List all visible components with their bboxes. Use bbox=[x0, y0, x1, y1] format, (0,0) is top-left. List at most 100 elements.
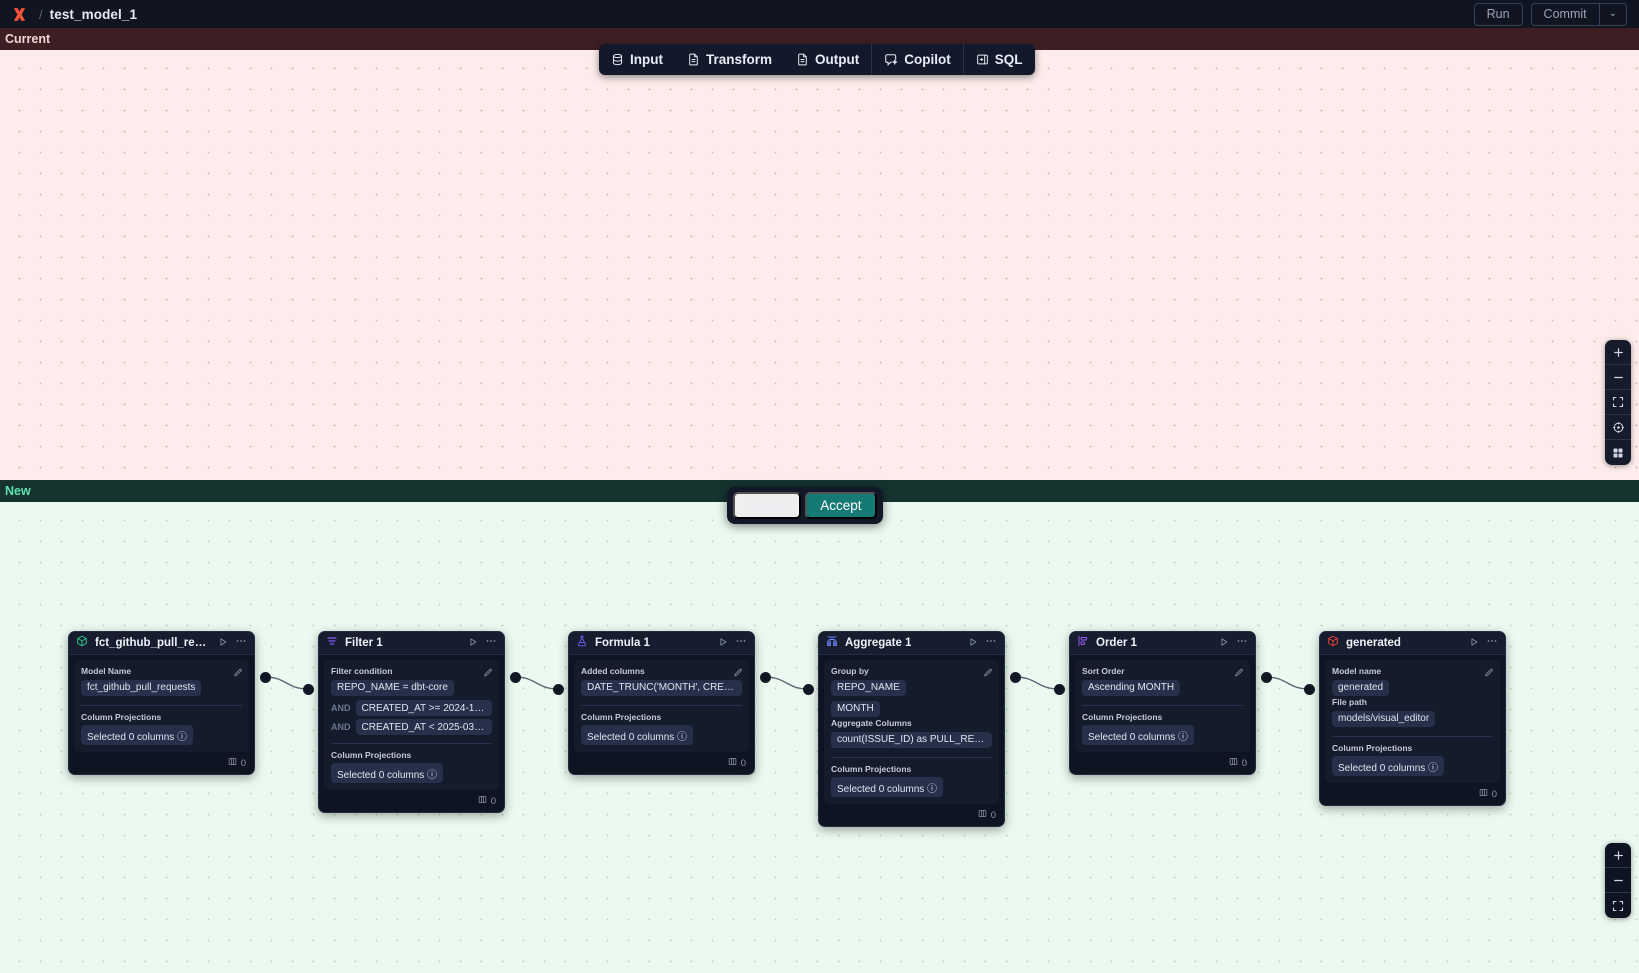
node-header[interactable]: Aggregate 1 bbox=[819, 632, 1004, 655]
graph-node-source[interactable]: fct_github_pull_requestsModel Namefct_gi… bbox=[68, 631, 255, 775]
field-value-chip[interactable]: count(ISSUE_ID) as PULL_REQUEST_… bbox=[831, 731, 992, 748]
node-port[interactable] bbox=[1303, 683, 1315, 695]
field-value-chip[interactable]: CREATED_AT >= 2024-12-01 bbox=[355, 700, 492, 716]
fit-view-icon[interactable] bbox=[1605, 390, 1631, 415]
field-value-chip[interactable]: CREATED_AT < 2025-03-01 bbox=[355, 719, 492, 735]
run-node-icon[interactable] bbox=[468, 634, 478, 652]
field-label: Column Projections bbox=[1332, 743, 1413, 753]
commit-button[interactable]: Commit bbox=[1543, 6, 1587, 21]
node-header[interactable]: fct_github_pull_requests bbox=[69, 632, 254, 655]
grid-icon[interactable] bbox=[1605, 440, 1631, 465]
node-port[interactable] bbox=[1009, 671, 1021, 683]
columns-icon bbox=[228, 757, 237, 769]
center-icon[interactable] bbox=[1605, 415, 1631, 440]
node-footer: 0 bbox=[819, 809, 1004, 826]
canvas-current[interactable] bbox=[0, 28, 1639, 480]
run-node-icon[interactable] bbox=[968, 634, 978, 652]
field-value-chip[interactable]: models/visual_editor bbox=[1332, 710, 1436, 727]
node-menu-icon[interactable] bbox=[1486, 634, 1498, 652]
toolbar-item-transform[interactable]: Transform bbox=[675, 44, 784, 75]
field-divider bbox=[1082, 705, 1243, 706]
toolbar-item-copilot[interactable]: Copilot bbox=[871, 44, 963, 75]
field-value-chip[interactable]: Selected 0 columns ⓘ bbox=[1332, 756, 1445, 776]
node-header[interactable]: Filter 1 bbox=[319, 632, 504, 655]
node-menu-icon[interactable] bbox=[985, 634, 997, 652]
run-node-icon[interactable] bbox=[718, 634, 728, 652]
reject-button[interactable]: Reject bbox=[733, 492, 802, 519]
node-header[interactable]: generated bbox=[1320, 632, 1505, 655]
run-node-icon[interactable] bbox=[1469, 634, 1479, 652]
node-port[interactable] bbox=[302, 683, 314, 695]
field-value-chip[interactable]: generated bbox=[1332, 679, 1390, 696]
field-label: File path bbox=[1332, 697, 1367, 707]
node-port[interactable] bbox=[759, 671, 771, 683]
edit-icon[interactable] bbox=[1234, 665, 1244, 683]
node-title: generated bbox=[1346, 637, 1401, 649]
node-menu-icon[interactable] bbox=[485, 634, 497, 652]
edit-icon[interactable] bbox=[983, 665, 993, 683]
field-value-chip[interactable]: REPO_NAME = dbt-core bbox=[331, 679, 454, 696]
file-icon bbox=[687, 53, 700, 66]
node-port[interactable] bbox=[802, 683, 814, 695]
node-footer: 0 bbox=[1320, 788, 1505, 805]
topbar-actions: Run Commit ⌄ bbox=[1473, 2, 1631, 26]
edit-icon[interactable] bbox=[483, 665, 493, 683]
edit-icon[interactable] bbox=[733, 665, 743, 683]
accept-button[interactable]: Accept bbox=[805, 492, 877, 519]
node-port[interactable] bbox=[1260, 671, 1272, 683]
node-menu-icon[interactable] bbox=[1236, 634, 1248, 652]
toolbar-label-input: Input bbox=[630, 52, 663, 67]
node-title: Aggregate 1 bbox=[845, 637, 912, 649]
node-port[interactable] bbox=[552, 683, 564, 695]
zoom-out-icon[interactable] bbox=[1605, 365, 1631, 390]
chevron-down-icon[interactable]: ⌄ bbox=[1598, 3, 1626, 25]
columns-icon bbox=[1479, 788, 1488, 800]
field-value-chip[interactable]: Selected 0 columns ⓘ bbox=[1082, 725, 1195, 745]
field-value-chip[interactable]: Selected 0 columns ⓘ bbox=[81, 725, 194, 745]
field-value-chip[interactable]: fct_github_pull_requests bbox=[81, 679, 202, 696]
field-value-chip[interactable]: Ascending MONTH bbox=[1082, 679, 1181, 696]
graph-edge bbox=[764, 676, 809, 690]
run-button[interactable]: Run bbox=[1473, 2, 1523, 26]
node-menu-icon[interactable] bbox=[235, 634, 247, 652]
node-port[interactable] bbox=[1053, 683, 1065, 695]
node-port[interactable] bbox=[509, 671, 521, 683]
edit-icon[interactable] bbox=[233, 665, 243, 683]
fit-view-icon[interactable] bbox=[1605, 893, 1631, 918]
field-label: Column Projections bbox=[81, 712, 162, 722]
field-divider bbox=[331, 743, 492, 744]
field-value-chip[interactable]: Selected 0 columns ⓘ bbox=[581, 725, 694, 745]
run-node-icon[interactable] bbox=[218, 634, 228, 652]
field-value-chip[interactable]: DATE_TRUNC('MONTH', CREATED_AT… bbox=[581, 679, 742, 696]
app-logo-icon[interactable] bbox=[8, 3, 30, 25]
node-header[interactable]: Formula 1 bbox=[569, 632, 754, 655]
field-value-chip[interactable]: Selected 0 columns ⓘ bbox=[831, 777, 944, 797]
zoom-out-icon[interactable] bbox=[1605, 868, 1631, 893]
toolbar-item-sql[interactable]: SQL bbox=[962, 44, 1035, 75]
zoom-in-icon[interactable] bbox=[1605, 340, 1631, 365]
column-count: 0 bbox=[740, 757, 746, 769]
toolbar-item-output[interactable]: Output bbox=[784, 44, 871, 75]
zoom-in-icon[interactable] bbox=[1605, 843, 1631, 868]
field-value-chip[interactable]: Selected 0 columns ⓘ bbox=[331, 763, 444, 783]
zoom-controls-new bbox=[1605, 843, 1631, 918]
run-node-icon[interactable] bbox=[1219, 634, 1229, 652]
commit-split-button[interactable]: Commit ⌄ bbox=[1530, 2, 1627, 26]
node-header[interactable]: Order 1 bbox=[1070, 632, 1255, 655]
node-title: Filter 1 bbox=[345, 637, 383, 649]
page-title: test_model_1 bbox=[49, 6, 138, 22]
canvas-new[interactable]: fct_github_pull_requestsModel Namefct_gi… bbox=[0, 480, 1639, 973]
node-menu-icon[interactable] bbox=[735, 634, 747, 652]
field-value-chip[interactable]: REPO_NAME bbox=[831, 679, 906, 696]
edit-icon[interactable] bbox=[1484, 665, 1494, 683]
node-port[interactable] bbox=[259, 671, 271, 683]
field-value-chip[interactable]: MONTH bbox=[831, 700, 880, 717]
toolbar-item-input[interactable]: Input bbox=[599, 44, 675, 75]
column-count: 0 bbox=[490, 795, 496, 807]
